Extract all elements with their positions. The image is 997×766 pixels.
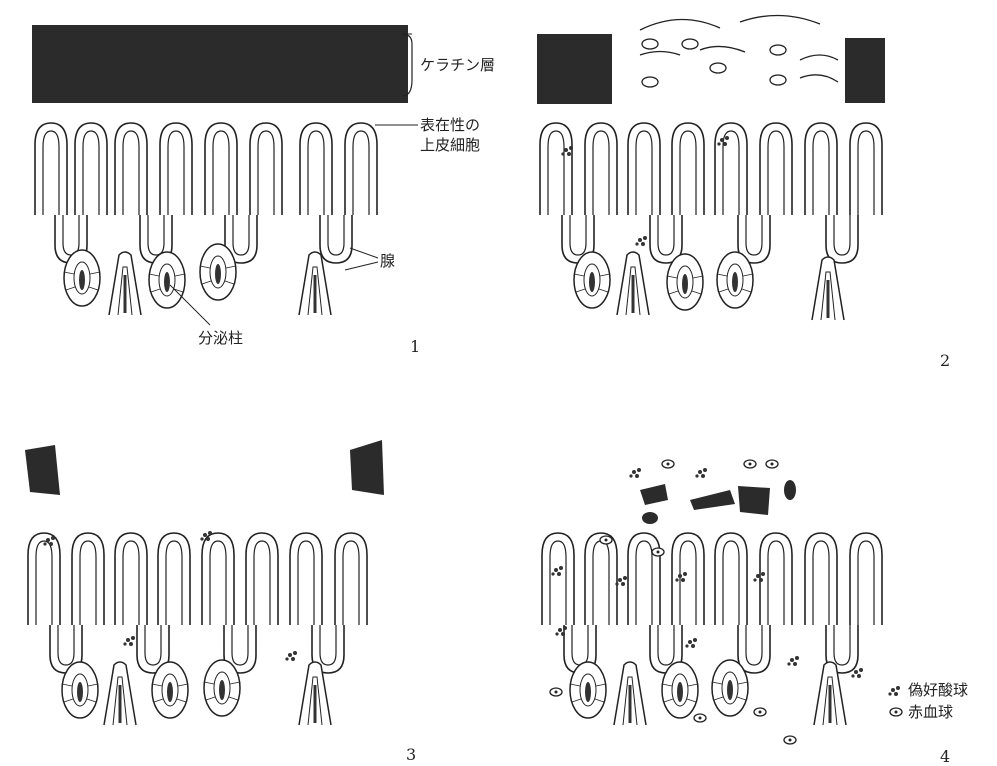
panel-3: 3 xyxy=(25,440,416,764)
red-blood-cell-icon xyxy=(890,708,902,716)
pseudo-eosinophil xyxy=(123,636,135,646)
keratin-block-left xyxy=(537,34,612,104)
keratin-remnant-left xyxy=(25,445,60,495)
keratin-layer xyxy=(32,25,408,103)
panel-2: 2 xyxy=(537,15,950,370)
gland-sections xyxy=(64,244,331,315)
epithelium-loops xyxy=(540,123,882,263)
panel-1: ケラチン層 表在性の 上皮細胞 腺 分泌柱 1 xyxy=(32,25,495,356)
pseudo-eosinophil xyxy=(285,651,297,661)
legend-pseudo-eosinophil: 偽好酸球 xyxy=(908,681,968,699)
panel-number-3: 3 xyxy=(406,745,416,764)
label-surface-cells: 表在性の 上皮細胞 xyxy=(420,116,485,154)
panel-4: 偽好酸球 赤血球 4 xyxy=(542,460,968,766)
epithelium-loops xyxy=(28,533,367,673)
gland-sections xyxy=(574,252,844,320)
panel-number-1: 1 xyxy=(410,337,420,356)
pseudo-eosinophil xyxy=(200,531,212,541)
legend: 偽好酸球 赤血球 xyxy=(888,681,968,721)
gland-sections xyxy=(62,660,331,725)
gland-sections xyxy=(570,660,846,725)
pseudo-eosinophil xyxy=(635,236,647,246)
fibrin-clumps xyxy=(640,480,796,524)
desquamated-debris xyxy=(640,15,838,87)
label-gland: 腺 xyxy=(380,252,395,270)
label-keratin-layer: ケラチン層 xyxy=(420,56,495,74)
panel-number-2: 2 xyxy=(940,351,950,370)
epithelium-loops xyxy=(35,123,377,263)
keratin-remnant-right xyxy=(350,440,384,495)
pseudo-eosinophil xyxy=(717,136,729,146)
panel-number-4: 4 xyxy=(940,747,950,766)
epithelium-loops xyxy=(542,533,882,673)
pseudo-eosinophil-icon xyxy=(888,686,900,696)
label-secretion-column: 分泌柱 xyxy=(198,329,243,347)
keratin-block-right xyxy=(845,38,885,103)
legend-red-blood-cell: 赤血球 xyxy=(908,703,953,721)
